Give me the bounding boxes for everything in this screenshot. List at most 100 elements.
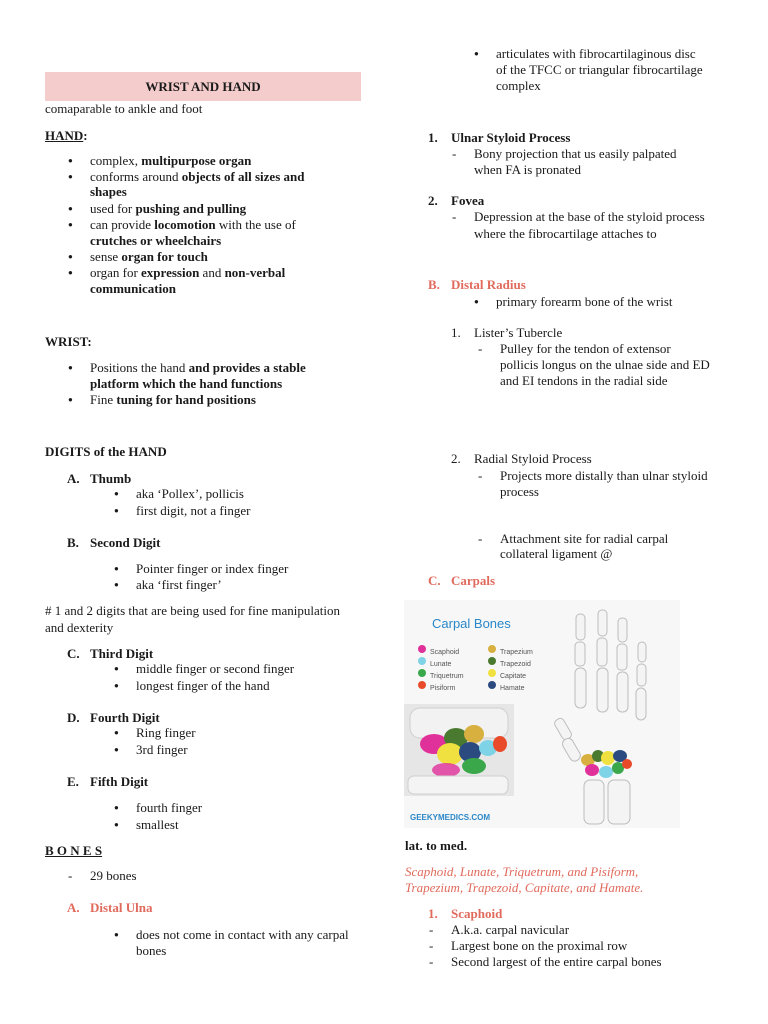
list-item: Positions the hand and provides a stable: [68, 360, 306, 376]
list-item-cont: when FA is pronated: [474, 162, 581, 177]
list-item-cont: bones: [136, 943, 167, 958]
digit-title: Fourth Digit: [90, 710, 160, 725]
list-item: Ring finger: [114, 725, 195, 741]
item-title: Radial Styloid Process: [474, 451, 592, 466]
list-item: Attachment site for radial carpal: [478, 531, 668, 547]
list-item-cont: communication: [90, 281, 176, 296]
digit-letter: B.: [67, 535, 79, 550]
list-item-cont: shapes: [90, 184, 127, 199]
digit-letter: A.: [67, 471, 80, 486]
carpal-order: Trapezium, Trapezoid, Capitate, and Hama…: [405, 880, 644, 895]
legend-label: Trapezoid: [500, 661, 531, 668]
item-title: Lister’s Tubercle: [474, 325, 563, 340]
legend-swatch: [488, 681, 496, 689]
list-item: organ for expression and non-verbal: [68, 265, 285, 281]
list-item: Depression at the base of the styloid pr…: [452, 209, 705, 225]
list-item: 3rd finger: [114, 742, 187, 758]
page-title: WRIST AND HAND: [145, 79, 261, 94]
legend-label: Trapezium: [500, 649, 533, 656]
section-letter: A.: [67, 900, 80, 915]
list-item: aka ‘Pollex’, pollicis: [114, 486, 244, 502]
list-item: first digit, not a finger: [114, 503, 251, 519]
direction-heading: lat. to med.: [405, 838, 468, 853]
list-item: articulates with fibrocartilaginous disc: [474, 46, 696, 62]
list-item-cont: and EI tendons in the radial side: [500, 373, 668, 388]
list-item: can provide locomotion with the use of: [68, 217, 296, 233]
legend-label: Capitate: [500, 673, 527, 680]
digit-letter: D.: [67, 710, 80, 725]
legend-swatch: [488, 645, 496, 653]
section-letter: B.: [428, 277, 440, 292]
list-item: fourth finger: [114, 800, 202, 816]
list-item-cont: process: [500, 484, 539, 499]
digits-note: # 1 and 2 digits that are being used for…: [45, 603, 340, 618]
section-letter: C.: [428, 573, 441, 588]
list-item: Pointer finger or index finger: [114, 561, 288, 577]
legend-swatch: [418, 681, 426, 689]
legend-swatch: [418, 645, 426, 653]
figure-title: Carpal Bones: [432, 616, 511, 631]
list-item: A.k.a. carpal navicular: [429, 922, 569, 938]
item-title: Scaphoid: [451, 906, 503, 921]
legend-label: Hamate: [500, 685, 525, 692]
hand-skeleton-illustration: [554, 609, 647, 825]
section-title: Distal Ulna: [90, 900, 153, 915]
legend-swatch: [488, 657, 496, 665]
legend-label: Pisiform: [430, 685, 456, 692]
section-title: Carpals: [451, 573, 496, 588]
item-number: 2.: [451, 451, 461, 466]
list-item: Bony projection that us easily palpated: [452, 146, 676, 162]
subtitle: comaparable to ankle and foot: [45, 101, 203, 116]
item-number: 2.: [428, 193, 438, 208]
digit-title: Thumb: [90, 471, 132, 486]
list-item: Fine tuning for hand positions: [68, 392, 256, 408]
title-banner: WRIST AND HAND: [45, 72, 361, 101]
wrist-heading: WRIST:: [45, 334, 92, 349]
legend-label: Triquetrum: [430, 673, 464, 680]
list-item: aka ‘first finger’: [114, 577, 222, 593]
legend-swatch: [418, 669, 426, 677]
legend-swatch: [488, 669, 496, 677]
digits-heading: DIGITS of the HAND: [45, 444, 167, 459]
list-item: middle finger or second finger: [114, 661, 294, 677]
carpal-order: Scaphoid, Lunate, Triquetrum, and Pisifo…: [405, 864, 639, 879]
list-item-cont: where the fibrocartilage attaches to: [474, 226, 657, 241]
list-item-cont: pollicis longus on the ulnae side and ED: [500, 357, 710, 372]
digits-note: and dexterity: [45, 620, 114, 635]
item-number: 1.: [428, 906, 438, 921]
legend-label: Lunate: [430, 661, 452, 668]
digit-title: Third Digit: [90, 646, 154, 661]
list-item: conforms around objects of all sizes and: [68, 169, 305, 185]
list-item-cont: crutches or wheelchairs: [90, 233, 222, 248]
list-item-cont: collateral ligament @: [500, 546, 613, 561]
figure-credit: GEEKYMEDICS.COM: [410, 813, 491, 822]
list-item-cont: of the TFCC or triangular fibrocartilage: [496, 62, 703, 77]
bones-heading: B O N E S: [45, 843, 103, 858]
carpal-closeup-illustration: [404, 704, 514, 796]
list-item: 29 bones: [68, 868, 136, 884]
list-item: smallest: [114, 817, 178, 833]
item-number: 1.: [428, 130, 438, 145]
digit-letter: C.: [67, 646, 80, 661]
item-title: Fovea: [451, 193, 485, 208]
list-item: complex, multipurpose organ: [68, 153, 251, 169]
carpal-bones-figure: Carpal Bones Scaphoid Lunate Triquetrum …: [404, 600, 680, 828]
list-item: Pulley for the tendon of extensor: [478, 341, 671, 357]
hand-heading: HAND:: [45, 128, 88, 143]
digit-letter: E.: [67, 774, 79, 789]
list-item: used for pushing and pulling: [68, 201, 246, 217]
item-title: Ulnar Styloid Process: [451, 130, 571, 145]
list-item: Second largest of the entire carpal bone…: [429, 954, 662, 970]
list-item: Projects more distally than ulnar styloi…: [478, 468, 708, 484]
legend-swatch: [418, 657, 426, 665]
list-item: does not come in contact with any carpal: [114, 927, 349, 943]
list-item: longest finger of the hand: [114, 678, 270, 694]
list-item-cont: platform which the hand functions: [90, 376, 283, 391]
section-title: Distal Radius: [451, 277, 526, 292]
item-number: 1.: [451, 325, 461, 340]
list-item: sense organ for touch: [68, 249, 208, 265]
list-item: primary forearm bone of the wrist: [474, 294, 672, 310]
list-item: Largest bone on the proximal row: [429, 938, 627, 954]
digit-title: Fifth Digit: [90, 774, 149, 789]
digit-title: Second Digit: [90, 535, 161, 550]
